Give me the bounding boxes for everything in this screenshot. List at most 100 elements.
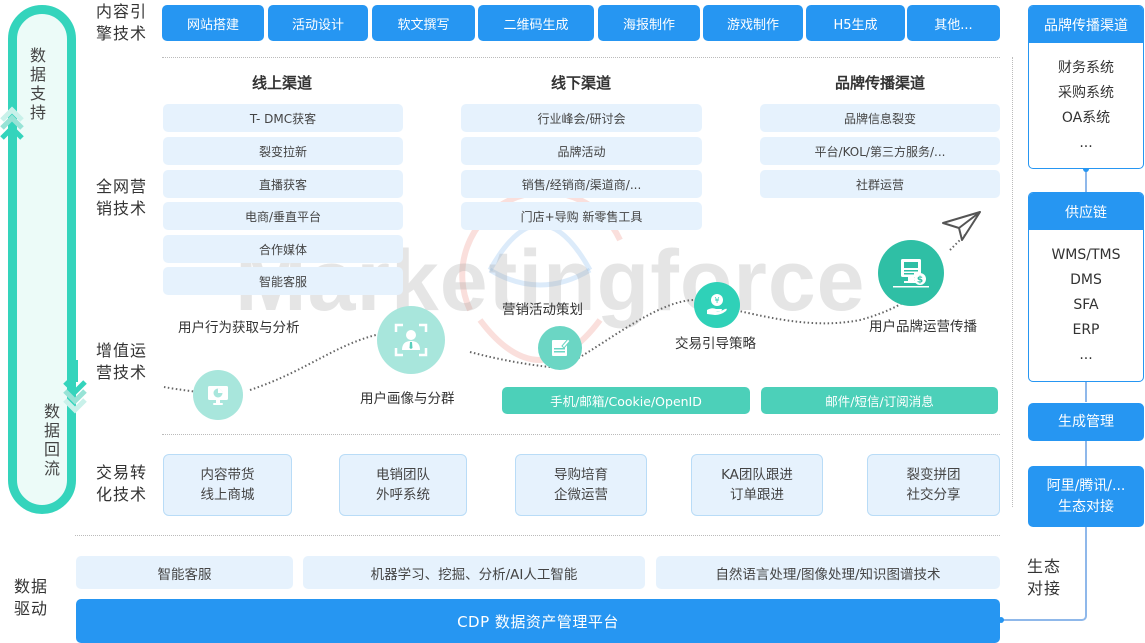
transaction-card: 内容带货 线上商城 bbox=[163, 454, 292, 516]
channel-item: 裂变拉新 bbox=[163, 137, 403, 165]
connector-dot bbox=[1083, 166, 1089, 172]
engine-button-poster[interactable]: 海报制作 bbox=[598, 5, 700, 41]
right-box-item: WMS/TMS bbox=[1051, 247, 1121, 263]
engine-button-other[interactable]: 其他... bbox=[907, 5, 1000, 41]
svg-text:$: $ bbox=[917, 276, 923, 286]
label-line: 内容引 bbox=[96, 2, 148, 21]
right-box-list: 财务系统 采购系统 OA系统 ... bbox=[1029, 43, 1143, 168]
right-box-item: SFA bbox=[1073, 297, 1099, 313]
channel-item: 行业峰会/研讨会 bbox=[461, 104, 702, 132]
char: 持 bbox=[29, 103, 46, 122]
channel-item: 销售/经销商/渠道商/... bbox=[461, 170, 702, 198]
label-line: 数据 bbox=[14, 577, 49, 596]
card-line: 裂变拼团 bbox=[906, 467, 961, 483]
arrow-down-icon bbox=[63, 360, 87, 414]
channel-title-online: 线上渠道 bbox=[251, 74, 312, 92]
transaction-card: 电销团队 外呼系统 bbox=[339, 454, 467, 516]
cdp-platform-bar[interactable]: CDP 数据资产管理平台 bbox=[76, 599, 1000, 643]
card-line: 导购培育 bbox=[554, 467, 608, 483]
label-line: 擎技术 bbox=[96, 24, 148, 43]
channel-title-offline: 线下渠道 bbox=[550, 74, 611, 92]
label-line: 营技术 bbox=[96, 363, 148, 382]
row-label-value-ops: 增值运 营技术 bbox=[96, 340, 147, 384]
engine-button-website[interactable]: 网站搭建 bbox=[162, 5, 264, 41]
row-label-content-engine: 内容引 擎技术 bbox=[96, 1, 147, 45]
flow-node-label: 交易引导策略 bbox=[675, 336, 756, 352]
char: 据 bbox=[29, 65, 46, 84]
label-line: 化技术 bbox=[96, 485, 148, 504]
engine-button-qrcode[interactable]: 二维码生成 bbox=[478, 5, 594, 41]
flow-node-label: 用户画像与分群 bbox=[360, 391, 455, 407]
right-box-item: DMS bbox=[1070, 272, 1102, 288]
divider bbox=[75, 535, 1000, 536]
svg-text:¥: ¥ bbox=[714, 296, 719, 305]
engine-button-copywriting[interactable]: 软文撰写 bbox=[372, 5, 475, 41]
right-box-item: ... bbox=[1079, 347, 1093, 363]
ecosystem-button[interactable]: 阿里/腾讯/... 生态对接 bbox=[1028, 466, 1144, 527]
label-line: 对接 bbox=[1027, 579, 1062, 598]
data-bar-identifiers: 手机/邮箱/Cookie/OpenID bbox=[502, 387, 750, 414]
char: 据 bbox=[43, 421, 60, 440]
label-line: 全网营 bbox=[96, 177, 148, 196]
char: 回 bbox=[43, 440, 60, 459]
channel-item: 品牌信息裂变 bbox=[760, 104, 1000, 132]
card-line: KA团队跟进 bbox=[721, 467, 793, 483]
engine-button-game[interactable]: 游戏制作 bbox=[703, 5, 803, 41]
data-support-label: 数 据 支 持 bbox=[29, 46, 47, 122]
channel-title-brand: 品牌传播渠道 bbox=[834, 74, 925, 92]
flow-curve bbox=[163, 234, 966, 396]
right-box-item: 采购系统 bbox=[1058, 84, 1114, 101]
card-line: 企微运营 bbox=[554, 487, 608, 503]
right-box-item: 财务系统 bbox=[1058, 59, 1114, 76]
data-flow-capsule bbox=[8, 5, 76, 514]
flow-node-label: 用户品牌运营传播 bbox=[869, 319, 977, 335]
button-line: 生态对接 bbox=[1058, 498, 1114, 515]
flow-node-campaign bbox=[538, 326, 582, 370]
char: 数 bbox=[43, 402, 60, 421]
hand-money-icon: ¥ bbox=[707, 294, 727, 315]
card-line: 电销团队 bbox=[376, 467, 430, 483]
flow-node-label: 用户行为获取与分析 bbox=[178, 320, 300, 336]
flow-node-behavior bbox=[193, 370, 243, 420]
right-box-title: 品牌传播渠道 bbox=[1029, 6, 1143, 43]
channel-item: 电商/垂直平台 bbox=[163, 202, 403, 230]
monitor-chart-icon bbox=[208, 386, 228, 405]
row-label-data-driven: 数据 驱动 bbox=[14, 576, 48, 620]
transaction-card: 导购培育 企微运营 bbox=[515, 454, 647, 516]
channel-item: 智能客服 bbox=[163, 267, 403, 295]
channel-item: 门店+导购 新零售工具 bbox=[461, 202, 702, 230]
data-driven-chip: 自然语言处理/图像处理/知识图谱技术 bbox=[656, 556, 1000, 589]
channel-item: 直播获客 bbox=[163, 170, 403, 198]
channel-item: 合作媒体 bbox=[163, 235, 403, 263]
connector-line bbox=[1085, 168, 1087, 194]
engine-button-h5[interactable]: H5生成 bbox=[806, 5, 905, 41]
right-box-brand: 品牌传播渠道 财务系统 采购系统 OA系统 ... bbox=[1028, 5, 1144, 169]
right-box-supply-chain: 供应链 WMS/TMS DMS SFA ERP ... bbox=[1028, 192, 1144, 382]
right-box-item: ... bbox=[1079, 134, 1093, 151]
right-box-item: ERP bbox=[1072, 322, 1100, 338]
label-line: 销技术 bbox=[96, 199, 148, 218]
channel-item: T- DMC获客 bbox=[163, 104, 403, 132]
channel-item: 社群运营 bbox=[760, 170, 1000, 198]
channel-item: 品牌活动 bbox=[461, 137, 702, 165]
connector-line bbox=[1085, 380, 1087, 402]
card-line: 订单跟进 bbox=[730, 487, 784, 503]
label-line: 交易转 bbox=[96, 463, 148, 482]
connector-elbow bbox=[1000, 526, 1087, 621]
label-line: 增值运 bbox=[96, 341, 148, 360]
engine-button-activity[interactable]: 活动设计 bbox=[268, 5, 368, 41]
data-driven-chip: 智能客服 bbox=[76, 556, 293, 589]
card-line: 线上商城 bbox=[200, 487, 255, 503]
user-profile-icon bbox=[394, 323, 428, 357]
card-line: 社交分享 bbox=[906, 487, 961, 503]
connector-dot bbox=[998, 617, 1004, 623]
ecosystem-connect-label: 生态 对接 bbox=[1027, 556, 1061, 600]
flow-node-label: 营销活动策划 bbox=[502, 302, 583, 318]
flow-node-brand: $ bbox=[878, 240, 944, 306]
data-driven-chip: 机器学习、挖掘、分析/AI人工智能 bbox=[303, 556, 645, 589]
row-label-transaction: 交易转 化技术 bbox=[96, 462, 147, 506]
connector-line bbox=[1085, 440, 1087, 466]
divider bbox=[162, 57, 1000, 58]
card-line: 外呼系统 bbox=[376, 487, 430, 503]
gen-management-button[interactable]: 生成管理 bbox=[1028, 403, 1144, 441]
